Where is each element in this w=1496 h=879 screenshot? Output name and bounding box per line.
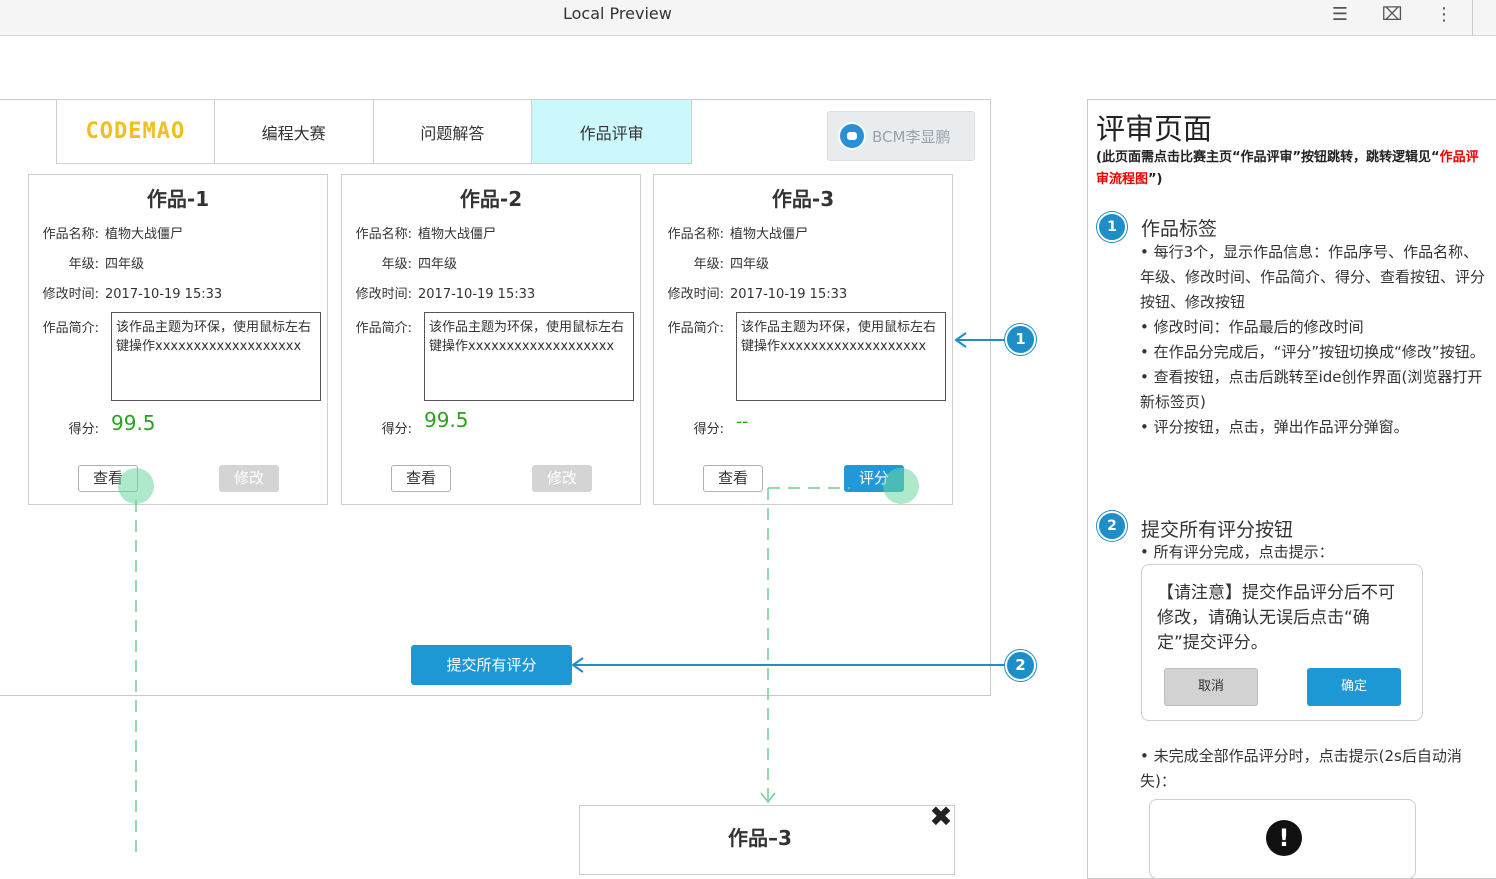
section-number-2: 2 bbox=[1097, 511, 1127, 541]
panel-note: (此页面需点击比赛主页“作品评审”按钮跳转，跳转逻辑见“作品评审流程图”) bbox=[1096, 150, 1479, 187]
work-grade-row: 年级:四年级 bbox=[693, 257, 770, 272]
window-title: Local Preview bbox=[563, 4, 672, 23]
window-title-bar: Local Preview ☰ ⌧ ⋮ bbox=[0, 0, 1496, 36]
score-value: -- bbox=[736, 412, 749, 432]
work-desc-label: 作品简介: bbox=[355, 321, 412, 336]
flowchart-link[interactable]: 作品评审流程图 bbox=[1096, 150, 1479, 187]
popup-title: 作品–3 bbox=[728, 826, 792, 850]
view-button[interactable]: 查看 bbox=[703, 465, 763, 492]
click-indicator bbox=[883, 468, 919, 504]
panel-title: 评审页面 bbox=[1096, 112, 1213, 146]
section-2-line-2: • 未完成全部作品评分时，点击提示(2s后自动消失)： bbox=[1140, 747, 1462, 790]
work-name-row: 作品名称:植物大战僵尸 bbox=[355, 227, 497, 242]
cancel-button[interactable]: 取消 bbox=[1164, 668, 1258, 706]
work-card-3: 作品-3 作品名称:植物大战僵尸 年级:四年级 修改时间:2017-10-19 … bbox=[653, 174, 953, 505]
work-desc-label: 作品简介: bbox=[42, 321, 99, 336]
list-icon[interactable]: ☰ bbox=[1331, 4, 1349, 25]
code-file-icon[interactable]: ⌧ bbox=[1381, 4, 1403, 25]
nav-item-review[interactable]: 作品评审 bbox=[532, 100, 691, 163]
section-1-text: • 每行3个，显示作品信息：作品序号、作品名称、年级、修改时间、作品简介、得分、… bbox=[1140, 243, 1486, 436]
section-heading-1: 作品标签 bbox=[1141, 218, 1218, 240]
dialog-message: 【请注意】提交作品评分后不可修改，请确认无误后点击“确定”提交评分。 bbox=[1157, 583, 1395, 653]
click-indicator bbox=[118, 468, 154, 504]
view-button[interactable]: 查看 bbox=[391, 465, 451, 492]
work-desc-box: 该作品主题为环保，使用鼠标左右键操作xxxxxxxxxxxxxxxxxxx bbox=[111, 312, 321, 401]
user-name: BCM李显鹏 bbox=[872, 127, 951, 146]
annotation-marker-1: 1 bbox=[1005, 324, 1036, 355]
work-card-title: 作品-2 bbox=[459, 187, 523, 211]
confirm-button[interactable]: 确定 bbox=[1307, 668, 1401, 706]
warning-toast: ! bbox=[1149, 799, 1416, 879]
section-heading-2: 提交所有评分按钮 bbox=[1141, 519, 1294, 541]
avatar bbox=[838, 122, 866, 150]
work-card-2: 作品-2 作品名称:植物大战僵尸 年级:四年级 修改时间:2017-10-19 … bbox=[341, 174, 641, 505]
work-time-row: 修改时间:2017-10-19 15:33 bbox=[355, 287, 536, 302]
edit-button[interactable]: 修改 bbox=[532, 465, 592, 492]
section-2-line-1: • 所有评分完成，点击提示： bbox=[1140, 543, 1334, 561]
score-label: 得分: bbox=[68, 422, 99, 437]
annotation-marker-2: 2 bbox=[1005, 650, 1036, 681]
work-name-row: 作品名称:植物大战僵尸 bbox=[667, 227, 809, 242]
work-desc-label: 作品简介: bbox=[667, 321, 724, 336]
confirm-dialog: 【请注意】提交作品评分后不可修改，请确认无误后点击“确定”提交评分。 取消 确定 bbox=[1141, 564, 1423, 721]
codemao-logo[interactable]: CODEMAO bbox=[57, 100, 215, 163]
work-desc-box: 该作品主题为环保，使用鼠标左右键操作xxxxxxxxxxxxxxxxxxx bbox=[424, 312, 634, 401]
edit-button[interactable]: 修改 bbox=[219, 465, 279, 492]
work-card-title: 作品-3 bbox=[771, 187, 835, 211]
section-number-1: 1 bbox=[1097, 212, 1127, 242]
submit-all-scores-button[interactable]: 提交所有评分 bbox=[411, 645, 572, 685]
work-card-title: 作品-1 bbox=[146, 187, 210, 211]
work-time-row: 修改时间:2017-10-19 15:33 bbox=[667, 287, 848, 302]
warning-icon: ! bbox=[1266, 820, 1302, 856]
work-desc-box: 该作品主题为环保，使用鼠标左右键操作xxxxxxxxxxxxxxxxxxx bbox=[736, 312, 946, 401]
score-value: 99.5 bbox=[424, 408, 469, 432]
score-value: 99.5 bbox=[111, 411, 156, 435]
work-name-row: 作品名称:植物大战僵尸 bbox=[42, 227, 184, 242]
work-time-row: 修改时间:2017-10-19 15:33 bbox=[42, 287, 223, 302]
score-label: 得分: bbox=[381, 422, 412, 437]
user-badge[interactable]: BCM李显鹏 bbox=[827, 111, 975, 161]
nav-item-contest[interactable]: 编程大赛 bbox=[215, 100, 374, 163]
work-grade-row: 年级:四年级 bbox=[381, 257, 458, 272]
score-label: 得分: bbox=[693, 422, 724, 437]
close-icon[interactable]: ✖ bbox=[929, 800, 953, 833]
top-navigation: CODEMAO 编程大赛 问题解答 作品评审 bbox=[56, 99, 692, 164]
score-popup: 作品–3 bbox=[579, 805, 955, 875]
more-vertical-icon[interactable]: ⋮ bbox=[1435, 4, 1453, 25]
work-card-1: 作品-1 作品名称:植物大战僵尸 年级:四年级 修改时间:2017-10-19 … bbox=[28, 174, 328, 505]
nav-item-qa[interactable]: 问题解答 bbox=[374, 100, 533, 163]
work-grade-row: 年级:四年级 bbox=[68, 257, 145, 272]
toolbar-divider bbox=[1472, 0, 1473, 36]
